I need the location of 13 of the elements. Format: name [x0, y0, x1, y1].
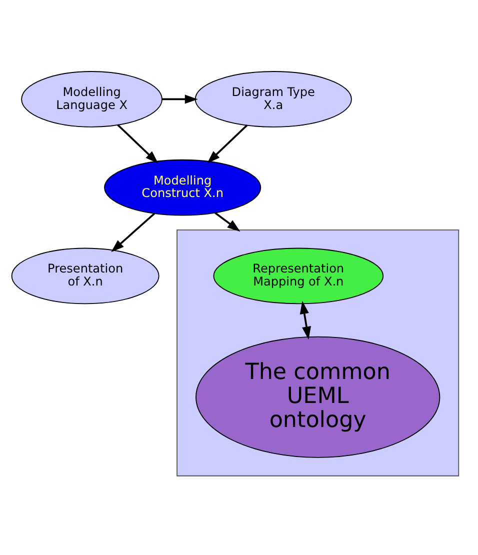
node-ellipse: Diagram Type X.a [194, 71, 352, 128]
arrow [117, 124, 158, 164]
arrow [214, 212, 240, 232]
node-ellipse: Representation Mapping of X.n [213, 248, 384, 304]
arrow [111, 212, 156, 252]
node-ellipse: The common UEML ontology [196, 336, 440, 458]
node-ellipse: Modelling Construct X.n [104, 159, 262, 216]
node-ellipse: Presentation of X.n [11, 248, 160, 304]
arrow [162, 94, 198, 104]
cluster [176, 229, 460, 476]
node-ellipse: Modelling Language X [21, 71, 162, 128]
arrow [300, 300, 311, 340]
arrow [207, 124, 248, 164]
